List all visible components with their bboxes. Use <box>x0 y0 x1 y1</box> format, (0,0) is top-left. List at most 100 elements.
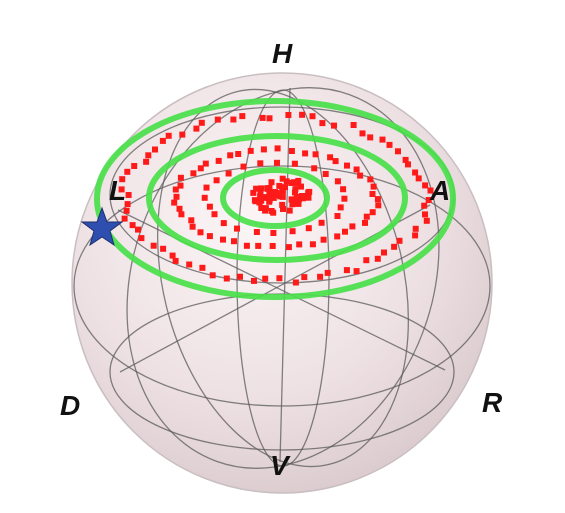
sample-point <box>179 131 186 138</box>
sample-point <box>374 196 381 203</box>
sample-point <box>296 241 303 248</box>
axis-h-v <box>279 87 291 463</box>
sample-point <box>231 238 237 245</box>
trajectory-spiral <box>94 98 456 300</box>
sample-point <box>370 183 377 190</box>
sample-point <box>357 172 364 179</box>
sample-point <box>251 277 257 284</box>
sample-point <box>268 208 275 214</box>
label-r: R <box>482 387 503 418</box>
sample-point <box>274 145 281 152</box>
sample-point <box>369 191 376 197</box>
sample-point <box>266 198 273 205</box>
sample-point <box>421 202 428 209</box>
sample-point <box>294 180 301 187</box>
sample-point <box>343 267 350 274</box>
sample-point <box>422 211 428 218</box>
label-l: L <box>109 175 126 206</box>
sample-point <box>322 171 329 177</box>
sample-point <box>331 122 337 129</box>
sample-point <box>178 211 185 218</box>
sample-point <box>274 159 280 166</box>
sample-point <box>206 203 213 210</box>
sample-point <box>375 202 382 209</box>
sample-point <box>197 229 204 236</box>
sample-point <box>121 215 128 222</box>
sample-point <box>190 170 197 177</box>
sample-point <box>374 255 381 262</box>
sample-point <box>302 150 309 157</box>
sample-point <box>188 217 195 224</box>
sample-point <box>211 211 218 218</box>
sample-point <box>415 175 422 182</box>
sample-point <box>201 194 208 201</box>
sample-point <box>247 147 254 154</box>
sample-point <box>214 116 221 123</box>
meridian-line-3 <box>126 87 440 469</box>
sample-point <box>172 257 179 264</box>
sample-point <box>255 242 262 249</box>
sample-point <box>258 185 265 192</box>
sample-point <box>203 184 210 191</box>
sample-point <box>234 225 240 232</box>
sample-point <box>237 273 243 280</box>
sample-point <box>268 179 275 186</box>
sample-point <box>319 120 326 127</box>
sample-point <box>152 146 158 153</box>
sample-point <box>327 154 334 161</box>
sample-point <box>173 193 180 200</box>
sample-point <box>363 213 370 220</box>
sample-point <box>320 236 327 243</box>
sample-point <box>269 243 276 249</box>
sample-point <box>309 113 316 120</box>
sample-point <box>367 176 374 183</box>
sample-point <box>291 160 298 167</box>
sample-point <box>119 176 126 183</box>
sample-point <box>279 175 286 182</box>
sample-point <box>262 205 269 212</box>
sample-point <box>266 115 273 122</box>
sample-point <box>177 182 184 189</box>
sample-point <box>299 111 306 118</box>
sample-point <box>251 197 258 204</box>
sample-point <box>258 205 265 211</box>
sample-point <box>350 122 357 128</box>
sample-point <box>341 195 348 202</box>
sample-point <box>240 163 247 170</box>
sample-point <box>270 230 277 236</box>
sample-point <box>213 177 220 184</box>
sample-point <box>259 114 266 121</box>
sample-point <box>362 219 368 226</box>
sample-point <box>395 148 401 155</box>
sample-point <box>412 225 419 232</box>
sample-point <box>282 184 288 191</box>
sample-point <box>363 257 370 264</box>
sample-point <box>279 201 286 208</box>
sample-point <box>369 209 376 216</box>
sample-point <box>253 229 260 235</box>
sample-point <box>311 165 318 172</box>
sample-point <box>427 187 434 194</box>
sample-point <box>253 185 260 192</box>
sample-point <box>138 235 145 242</box>
sample-point <box>177 174 184 181</box>
sample-point <box>230 116 237 123</box>
sample-point <box>276 182 283 189</box>
sample-point <box>143 158 150 165</box>
label-h: H <box>272 38 293 69</box>
sample-point <box>145 152 152 159</box>
sample-point <box>227 152 234 159</box>
sample-point <box>402 156 409 163</box>
sample-point <box>260 146 267 153</box>
sample-point <box>353 166 360 173</box>
sample-point <box>353 268 360 275</box>
trajectory-ring-inner <box>220 167 330 229</box>
sample-point <box>273 190 280 196</box>
sample-point <box>288 148 295 154</box>
sample-point <box>266 189 273 196</box>
sample-point <box>257 160 264 167</box>
sample-point <box>131 163 138 169</box>
sample-point <box>298 183 304 190</box>
sample-point <box>309 241 316 248</box>
